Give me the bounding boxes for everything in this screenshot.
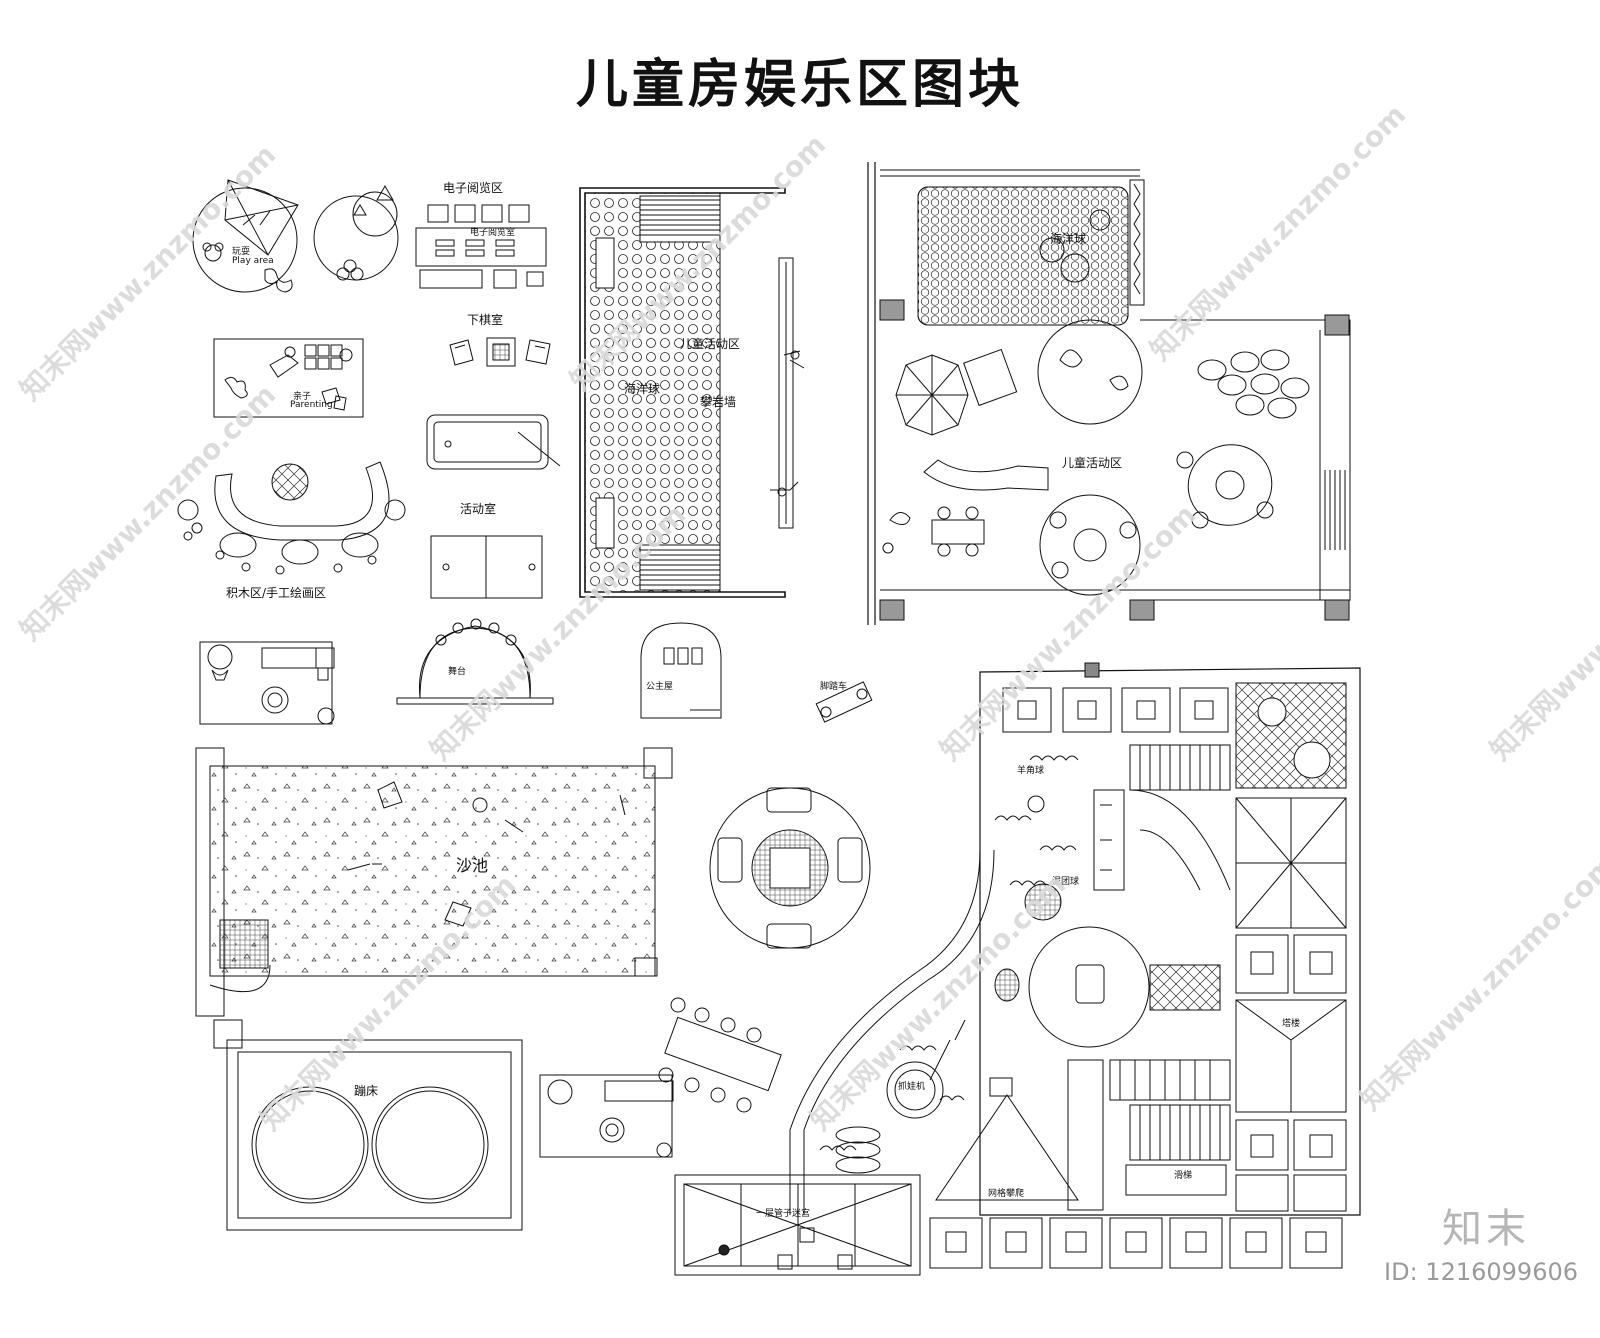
image-id: ID: 1216099606 bbox=[1384, 1258, 1578, 1286]
foot-car-block bbox=[815, 681, 873, 723]
princess-house-block bbox=[640, 622, 722, 719]
label-ocean-ball: 海洋球 bbox=[624, 382, 661, 396]
label-net-climb: 网格攀爬 bbox=[988, 1189, 1025, 1199]
tree-circle-block bbox=[313, 184, 399, 281]
label-e-reading: 电子阅览区 bbox=[443, 181, 504, 195]
sandpit-block bbox=[195, 747, 673, 1017]
label-grab-machine: 抓娃机 bbox=[898, 1082, 926, 1092]
label-kids-activity-right: 儿童活动区 bbox=[1062, 456, 1123, 470]
desk-chair-block-2 bbox=[539, 1074, 674, 1158]
label-trampoline: 蹦床 bbox=[354, 1084, 379, 1098]
label-tower: 塔楼 bbox=[1282, 1019, 1301, 1029]
label-activity-room: 活动室 bbox=[460, 502, 497, 516]
long-table-block bbox=[658, 997, 782, 1113]
label-sandpit: 沙池 bbox=[456, 856, 489, 875]
playground-plan bbox=[674, 662, 1361, 1276]
label-blocks-area: 积木区/手工绘画区 bbox=[226, 586, 327, 600]
round-lounge-block bbox=[709, 787, 871, 949]
e-reading-block bbox=[415, 204, 547, 289]
label-princess-house: 公主屋 bbox=[646, 682, 674, 692]
page-title: 儿童房娱乐区图块 bbox=[575, 55, 1024, 115]
activity-room-block bbox=[430, 535, 543, 599]
label-parenting-en: Parenting bbox=[290, 400, 333, 410]
kids-activity-plan bbox=[867, 162, 1351, 625]
ocean-ball-room bbox=[579, 187, 805, 598]
label-play-area-en: Play area bbox=[232, 256, 274, 266]
blocks-painting-block bbox=[177, 461, 406, 575]
label-maze: 一层管子迷宫 bbox=[756, 1209, 811, 1219]
label-stage: 舞台 bbox=[448, 667, 467, 677]
label-clay-ball: 泥团球 bbox=[1052, 877, 1080, 887]
label-climbing-wall: 攀岩墙 bbox=[700, 395, 737, 409]
chess-room-block bbox=[449, 337, 551, 367]
label-slide: 滑梯 bbox=[1174, 1171, 1193, 1181]
label-kids-activity-left: 儿童活动区 bbox=[680, 337, 741, 351]
stage-block bbox=[396, 618, 554, 705]
play-area-block bbox=[192, 179, 299, 293]
brand-logo: 知末 bbox=[1442, 1206, 1530, 1252]
label-chess-room: 下棋室 bbox=[467, 313, 504, 327]
label-croissant-ball: 羊角球 bbox=[1017, 766, 1045, 776]
label-play-area-cn: 玩耍 bbox=[232, 247, 251, 257]
parenting-block bbox=[213, 338, 364, 418]
trampoline-block bbox=[213, 1019, 523, 1231]
label-foot-car: 脚踏车 bbox=[820, 682, 848, 692]
desk-chair-block bbox=[199, 641, 335, 725]
label-ball-pool-right: 海洋球 bbox=[1050, 232, 1087, 246]
label-e-reading-small: 电子阅览室 bbox=[470, 228, 516, 238]
label-parenting-cn: 亲子 bbox=[293, 392, 312, 402]
billiard-block bbox=[426, 414, 561, 470]
